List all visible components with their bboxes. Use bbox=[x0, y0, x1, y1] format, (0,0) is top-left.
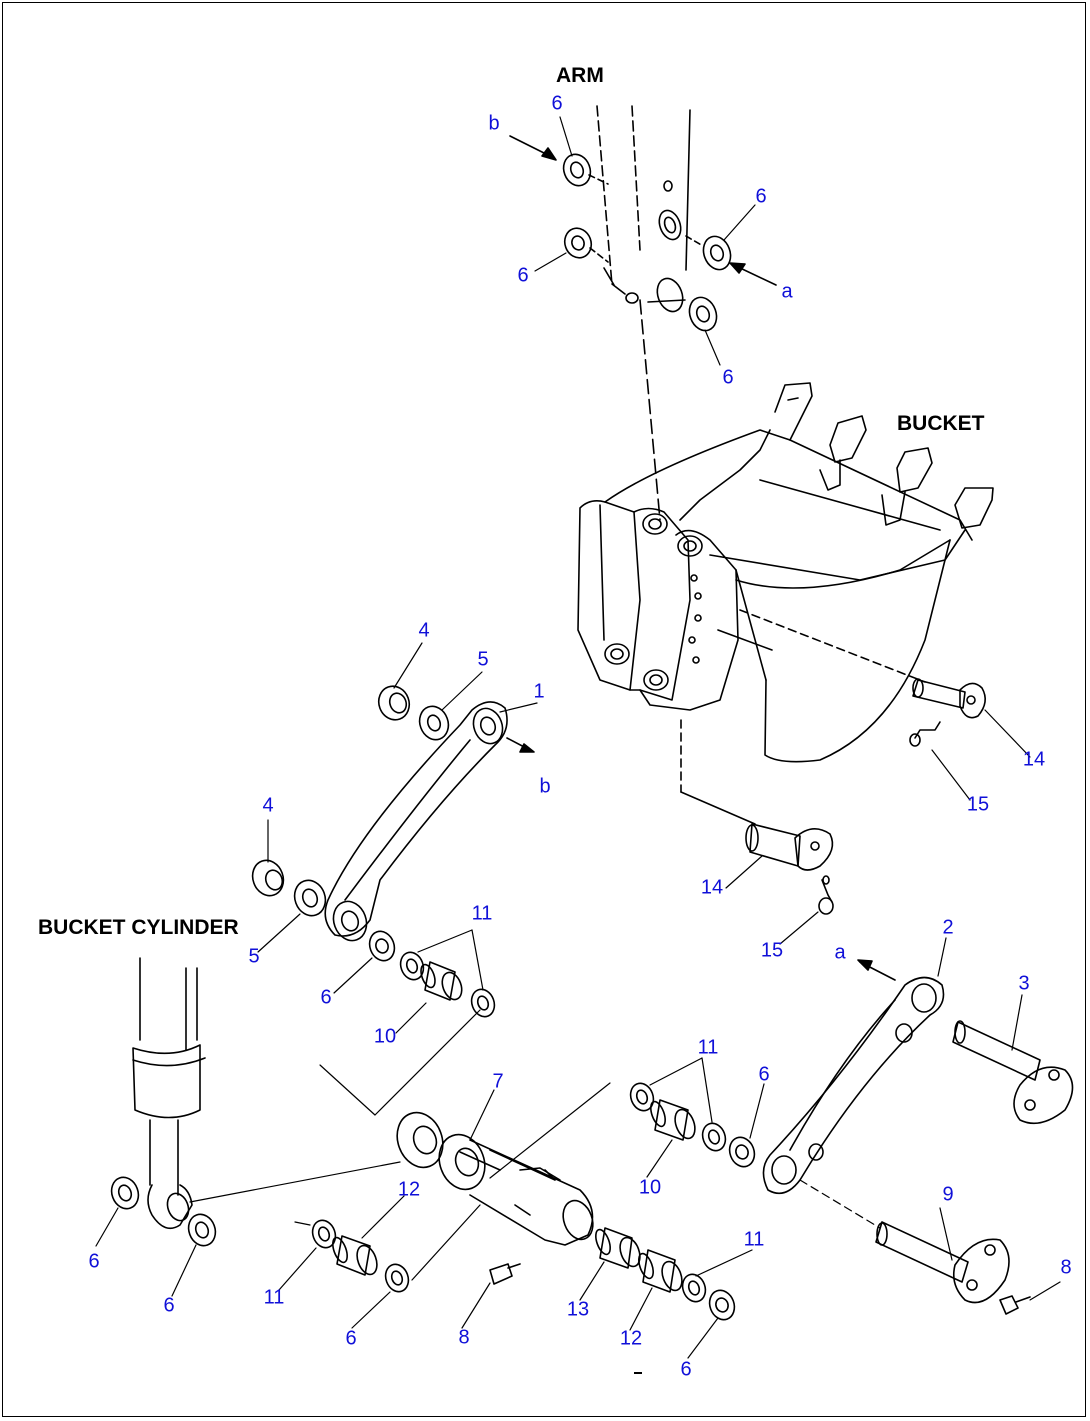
callout-14: 14 bbox=[700, 876, 724, 899]
callout-4: 4 bbox=[418, 619, 430, 642]
callout-6: 6 bbox=[551, 92, 563, 115]
callout-12: 12 bbox=[397, 1178, 421, 1201]
callout-6: 6 bbox=[345, 1327, 357, 1350]
callout-6: 6 bbox=[758, 1063, 770, 1086]
bushings-middle bbox=[629, 1082, 756, 1168]
callout-2: 2 bbox=[942, 916, 954, 939]
callout-15: 15 bbox=[966, 793, 990, 816]
callout-6: 6 bbox=[320, 986, 332, 1009]
callout-6: 6 bbox=[680, 1358, 692, 1381]
bucket-cylinder bbox=[110, 957, 217, 1247]
callout-11: 11 bbox=[743, 1228, 765, 1251]
callout-15: 15 bbox=[760, 939, 784, 962]
callout-6: 6 bbox=[88, 1250, 100, 1273]
callout-11: 11 bbox=[697, 1036, 719, 1059]
arm-drawing bbox=[596, 105, 691, 313]
callout-6: 6 bbox=[163, 1294, 175, 1317]
bucket-pins bbox=[745, 678, 986, 915]
callout-11: 11 bbox=[263, 1286, 285, 1309]
bushings-lower bbox=[311, 1219, 736, 1321]
callout-8: 8 bbox=[458, 1326, 470, 1349]
callout-3: 3 bbox=[1018, 972, 1030, 995]
bucket-drawing bbox=[577, 382, 994, 825]
callout-4: 4 bbox=[262, 794, 274, 817]
bushings-upper bbox=[368, 930, 496, 1018]
callout-1: 1 bbox=[533, 680, 545, 703]
callout-13: 13 bbox=[566, 1298, 590, 1321]
link-part7 bbox=[396, 1111, 594, 1246]
callout-7: 7 bbox=[492, 1070, 504, 1093]
callout-8: 8 bbox=[1060, 1256, 1072, 1279]
arm-washers bbox=[562, 153, 732, 332]
leaders-arm bbox=[534, 116, 756, 366]
callout-5: 5 bbox=[477, 648, 489, 671]
page-marker bbox=[634, 1372, 642, 1374]
ref-b-link: b bbox=[539, 775, 551, 798]
callout-12: 12 bbox=[619, 1327, 643, 1350]
callout-11: 11 bbox=[471, 902, 493, 925]
callout-10: 10 bbox=[373, 1025, 397, 1048]
pin-part9 bbox=[799, 1179, 1031, 1315]
arm-bucket-link bbox=[639, 299, 661, 521]
heading-bucket: BUCKET bbox=[897, 412, 985, 435]
callout-6: 6 bbox=[755, 185, 767, 208]
ref-a-arm: a bbox=[781, 280, 793, 303]
callout-10: 10 bbox=[638, 1176, 662, 1199]
callout-5: 5 bbox=[248, 945, 260, 968]
connection-lines bbox=[189, 1009, 611, 1281]
callout-14: 14 bbox=[1022, 748, 1046, 771]
nuts-washers-top bbox=[251, 685, 450, 917]
link-part1 bbox=[324, 701, 535, 942]
callout-6: 6 bbox=[517, 264, 529, 287]
ref-b-arm: b bbox=[488, 112, 500, 135]
heading-bucket-cylinder: BUCKET CYLINDER bbox=[38, 916, 239, 939]
callout-9: 9 bbox=[942, 1183, 954, 1206]
ref-a-link: a bbox=[834, 941, 846, 964]
link-part2 bbox=[762, 959, 945, 1195]
ref-arrows-arm bbox=[509, 135, 777, 286]
callout-6: 6 bbox=[722, 366, 734, 389]
heading-arm: ARM bbox=[556, 64, 604, 87]
leaders-lower bbox=[95, 642, 1061, 1359]
pin-part3 bbox=[952, 1020, 1074, 1125]
